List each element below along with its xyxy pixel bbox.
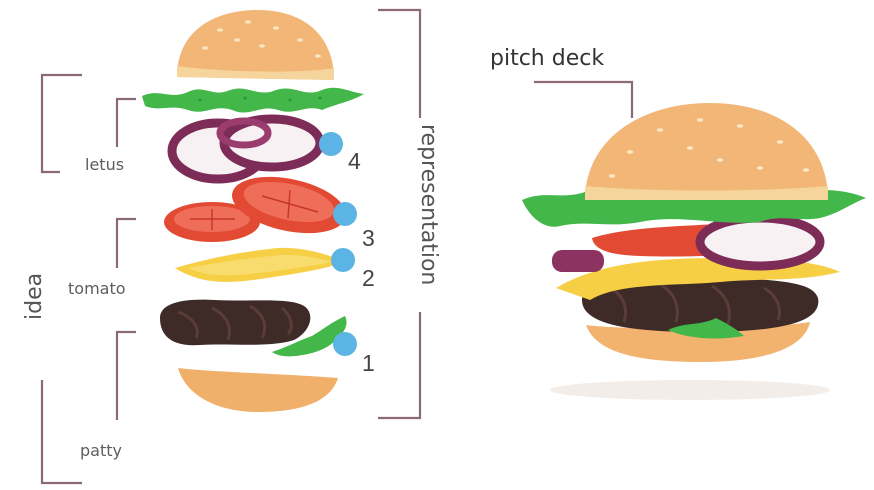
idea-label: idea <box>22 273 47 320</box>
tomato-bracket <box>117 219 136 268</box>
marker-3-dot <box>333 202 357 226</box>
marker-4-label: 4 <box>348 148 361 175</box>
shadow <box>550 380 830 400</box>
bottom-bun <box>178 368 338 412</box>
letus-bracket <box>117 99 136 147</box>
marker-1-label: 1 <box>362 350 375 377</box>
pitch-deck-label: pitch deck <box>490 46 604 71</box>
marker-3-label: 3 <box>362 225 375 252</box>
onion-rings <box>172 119 320 179</box>
brackets <box>42 10 632 483</box>
exploded-burger <box>142 10 364 412</box>
pitch-deck-bracket <box>534 82 632 118</box>
representation-bracket-top <box>378 10 420 118</box>
patty-bracket <box>117 332 136 420</box>
letus-label: letus <box>85 155 124 174</box>
marker-2-label: 2 <box>362 265 375 292</box>
marker-1-dot <box>333 332 357 356</box>
representation-bracket-bottom <box>378 312 420 418</box>
marker-4-dot <box>319 132 343 156</box>
cheese-highlight <box>188 255 332 275</box>
patty <box>160 300 310 346</box>
top-bun-right <box>585 103 828 200</box>
idea-bracket-bottom <box>42 380 82 483</box>
onion-right-edge <box>552 250 604 272</box>
onion-right <box>700 218 820 266</box>
representation-label: representation <box>416 124 441 285</box>
lettuce-layer <box>142 88 364 113</box>
assembled-burger <box>522 103 866 400</box>
tomato-label: tomato <box>68 279 126 298</box>
marker-2-dot <box>331 248 355 272</box>
idea-bracket-top <box>42 75 82 172</box>
patty-label: patty <box>80 441 122 460</box>
